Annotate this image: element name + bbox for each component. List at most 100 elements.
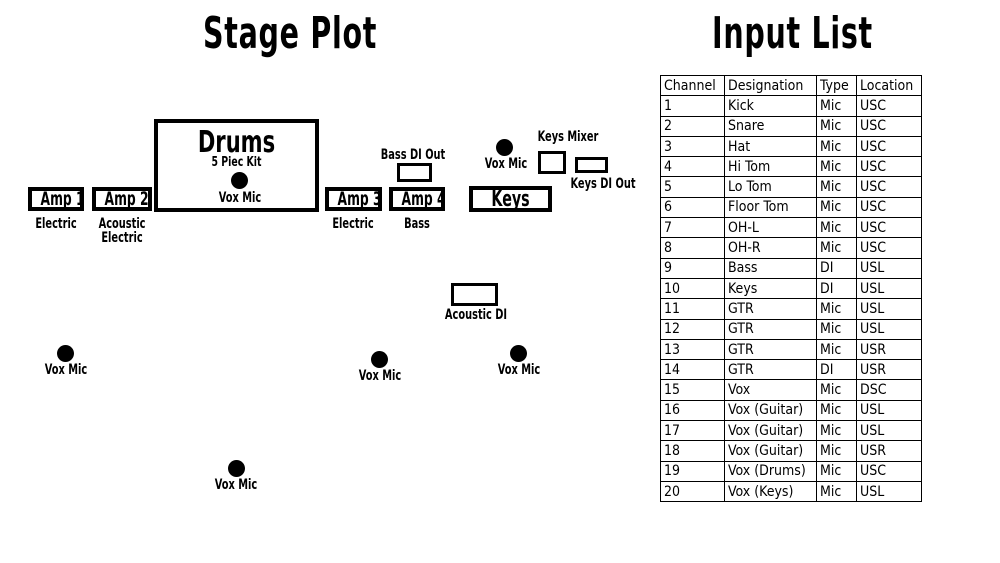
keys-di-label: Keys DI Out xyxy=(570,176,636,192)
cell-channel: 8 xyxy=(660,237,725,259)
cell-channel: 18 xyxy=(660,440,725,462)
cell-designation: GTR xyxy=(724,359,817,381)
cell-designation: Lo Tom xyxy=(724,176,817,198)
cell-designation: Vox (Drums) xyxy=(724,460,817,482)
cell-designation: Vox (Guitar) xyxy=(724,420,817,442)
vox-mic-center-icon xyxy=(371,351,388,368)
cell-designation: GTR xyxy=(724,298,817,320)
cell-designation: OH-R xyxy=(724,237,817,259)
cell-channel: 11 xyxy=(660,298,725,320)
cell-channel: 12 xyxy=(660,318,725,340)
cell-type: Mic xyxy=(816,237,857,259)
cell-location: DSC xyxy=(856,379,922,401)
bass-di-label: Bass DI Out xyxy=(380,147,446,163)
amp-1-label: Amp 1 xyxy=(40,188,85,210)
keys-vox-mic-icon xyxy=(496,139,513,156)
drums-label: Drums xyxy=(197,125,276,160)
drums-vox-mic-icon xyxy=(231,172,248,189)
cell-type: DI xyxy=(816,257,857,279)
cell-type: Mic xyxy=(816,196,857,219)
cell-channel: 17 xyxy=(660,420,725,442)
vox-mic-center-label: Vox Mic xyxy=(358,368,402,384)
cell-type: DI xyxy=(816,277,857,300)
cell-designation: Vox (Guitar) xyxy=(724,440,817,462)
cell-designation: OH-L xyxy=(724,217,817,239)
cell-designation: Vox (Keys) xyxy=(724,480,817,503)
vox-mic-left-icon xyxy=(57,345,74,362)
amp-4-desc: Bass xyxy=(404,216,430,232)
cell-type: Mic xyxy=(816,440,857,462)
input-list-header-row: Channel Designation Type Location xyxy=(660,74,922,97)
cell-location: USR xyxy=(856,359,922,381)
amp-2-desc: Acoustic Electric xyxy=(98,216,146,246)
amp-3: Amp 3 xyxy=(325,187,382,211)
cell-designation: Bass xyxy=(724,257,817,279)
cell-type: Mic xyxy=(816,156,857,178)
cell-location: USC xyxy=(856,176,922,198)
cell-location: USC xyxy=(856,237,922,259)
amp-1-desc: Electric xyxy=(35,216,77,232)
cell-location: USL xyxy=(856,399,922,422)
cell-location: USC xyxy=(856,156,922,178)
header-channel: Channel xyxy=(660,74,725,97)
cell-location: USC xyxy=(856,135,922,158)
keys-di-box xyxy=(575,157,608,173)
cell-channel: 5 xyxy=(660,176,725,198)
amp-1: Amp 1 xyxy=(28,187,85,211)
cell-type: Mic xyxy=(816,318,857,340)
header-location: Location xyxy=(856,74,922,97)
drums-kit-label: 5 Piec Kit xyxy=(211,155,262,170)
cell-channel: 3 xyxy=(660,135,725,158)
cell-type: Mic xyxy=(816,379,857,401)
cell-designation: GTR xyxy=(724,318,817,340)
cell-channel: 16 xyxy=(660,399,725,422)
cell-channel: 13 xyxy=(660,338,725,361)
keys-mixer-label: Keys Mixer xyxy=(537,129,599,145)
vox-mic-right-icon xyxy=(510,345,527,362)
vox-mic-right-label: Vox Mic xyxy=(497,362,541,378)
input-list-title: Input List xyxy=(712,8,873,59)
cell-location: USR xyxy=(856,338,922,361)
vox-mic-left-label: Vox Mic xyxy=(44,362,88,378)
cell-location: USL xyxy=(856,318,922,340)
vox-mic-downstage-icon xyxy=(228,460,245,477)
keys-label: Keys xyxy=(491,187,530,212)
cell-designation: Hi Tom xyxy=(724,156,817,178)
cell-channel: 15 xyxy=(660,379,725,401)
cell-type: Mic xyxy=(816,338,857,361)
cell-channel: 20 xyxy=(660,480,725,503)
amp-4-label: Amp 4 xyxy=(401,188,446,210)
cell-type: Mic xyxy=(816,135,857,158)
keys-mixer-box xyxy=(538,151,566,174)
cell-channel: 7 xyxy=(660,217,725,239)
cell-location: USC xyxy=(856,95,922,117)
stage-plot-title: Stage Plot xyxy=(203,8,378,59)
cell-designation: Hat xyxy=(724,135,817,158)
cell-type: Mic xyxy=(816,95,857,117)
cell-channel: 14 xyxy=(660,359,725,381)
cell-designation: Floor Tom xyxy=(724,196,817,219)
cell-channel: 10 xyxy=(660,277,725,300)
cell-location: USR xyxy=(856,440,922,462)
cell-type: Mic xyxy=(816,217,857,239)
cell-channel: 9 xyxy=(660,257,725,279)
amp-3-desc: Electric xyxy=(332,216,374,232)
cell-type: Mic xyxy=(816,176,857,198)
keys-vox-mic-label: Vox Mic xyxy=(484,156,528,172)
cell-type: Mic xyxy=(816,460,857,482)
cell-location: USC xyxy=(856,217,922,239)
amp-4: Amp 4 xyxy=(389,187,446,211)
cell-designation: Vox (Guitar) xyxy=(724,399,817,422)
